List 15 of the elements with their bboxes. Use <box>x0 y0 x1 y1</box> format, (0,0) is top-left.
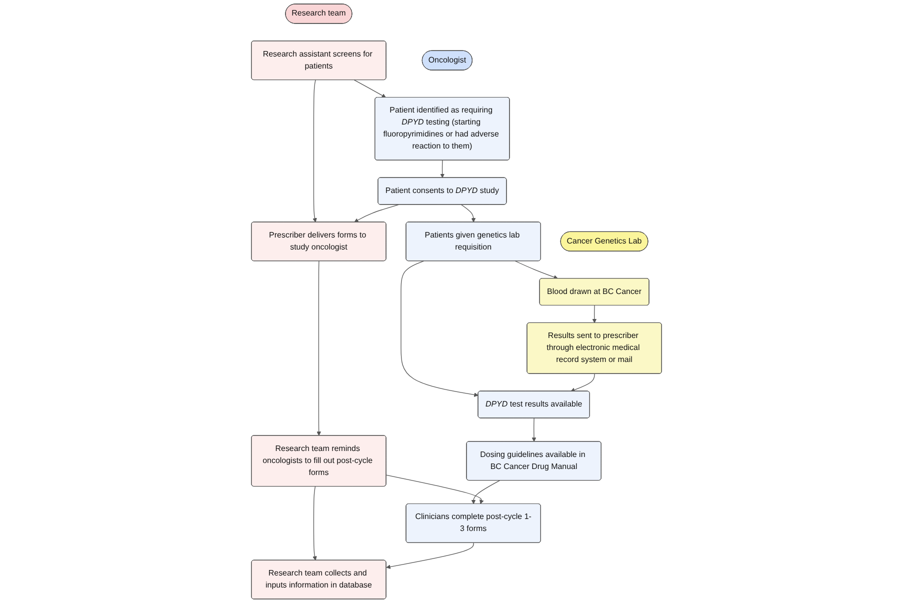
arrow <box>312 80 317 222</box>
arrow <box>440 160 445 178</box>
arrow <box>515 260 558 280</box>
arrow <box>532 418 536 442</box>
arrow <box>386 474 484 504</box>
arrow <box>471 480 500 504</box>
arrow <box>312 486 317 561</box>
arrow <box>354 204 399 222</box>
arrow <box>354 80 386 98</box>
arrow <box>386 542 474 569</box>
arrow <box>461 204 476 222</box>
arrow <box>570 374 595 392</box>
arrow <box>592 305 597 324</box>
arrow <box>400 260 478 397</box>
arrow <box>316 260 322 436</box>
